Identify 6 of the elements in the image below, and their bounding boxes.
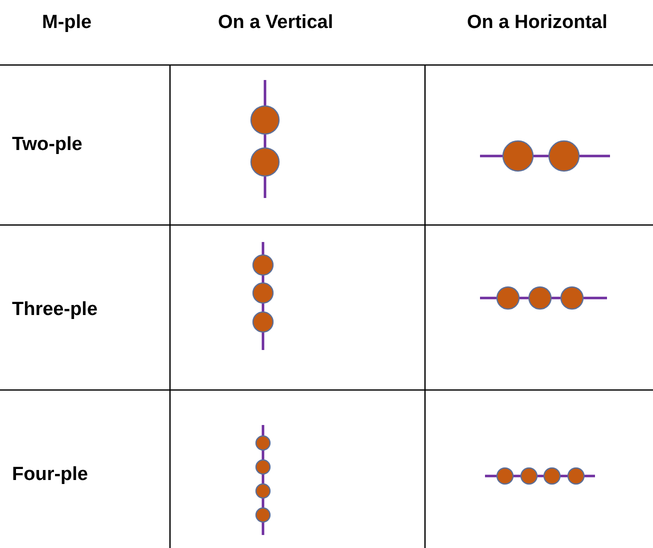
- row-label: Three-ple: [12, 299, 98, 321]
- row-label: Two-ple: [12, 134, 82, 156]
- row-label: Four-ple: [12, 464, 88, 486]
- column-header: On a Horizontal: [467, 12, 608, 34]
- column-header: On a Vertical: [218, 12, 334, 34]
- column-header: M-ple: [42, 12, 92, 34]
